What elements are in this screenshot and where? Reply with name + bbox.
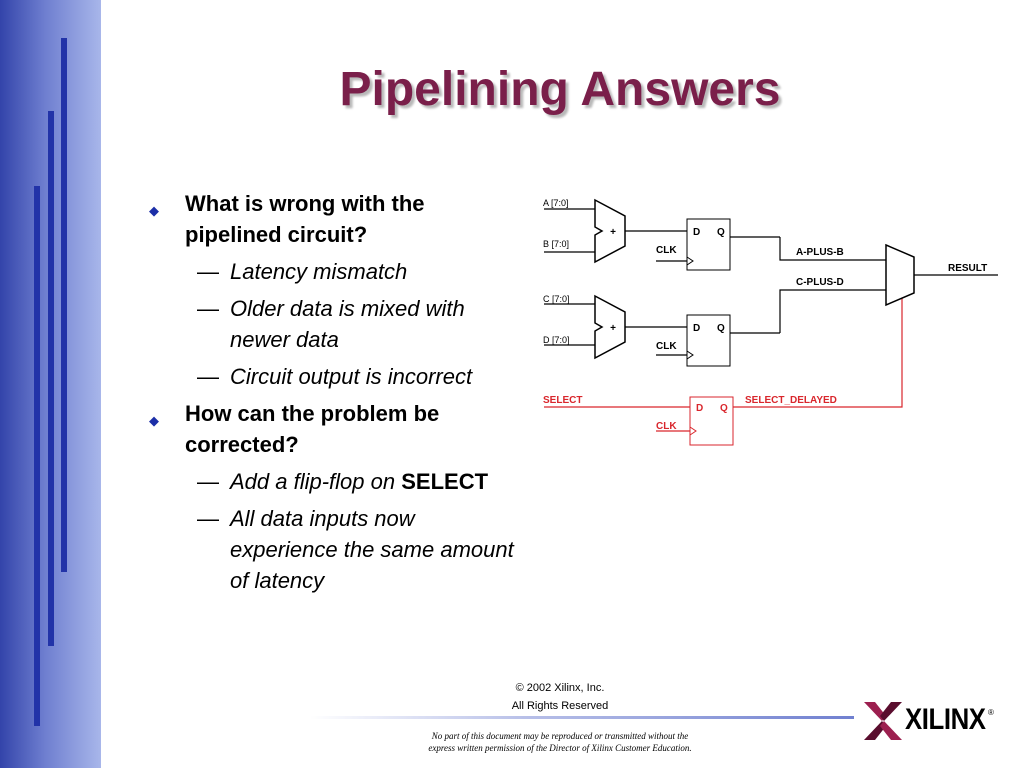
adder-plus-label: +	[610, 227, 616, 238]
bullet-item: ◆ What is wrong with the pipelined circu…	[145, 188, 515, 250]
sub-bullet-text: Add a flip-flop on	[230, 469, 396, 494]
diamond-bullet-icon: ◆	[149, 413, 159, 428]
select-delayed-label: SELECT_DELAYED	[745, 395, 837, 406]
adder-1: +	[594, 198, 626, 264]
result-multiplexer	[885, 243, 915, 307]
sidebar-stripe	[61, 38, 67, 572]
bullet-item: ◆ How can the problem be corrected?	[145, 398, 515, 460]
bullet-text: How can the problem be corrected?	[185, 401, 440, 457]
clk-label: CLK	[656, 245, 677, 256]
sidebar-stripe	[34, 186, 40, 726]
slide-title: Pipelining Answers	[339, 63, 781, 116]
labels: A [7:0] B [7:0] C [7:0] D [7:0] CLK CLK …	[543, 198, 987, 432]
ff-q-label: Q	[717, 323, 725, 334]
c-plus-d-label: C-PLUS-D	[796, 277, 844, 288]
ff-q-label: Q	[717, 227, 725, 238]
select-keyword: SELECT	[401, 469, 489, 494]
flip-flop-select: D Q	[689, 396, 734, 446]
wire-select-delayed	[733, 297, 903, 408]
xilinx-logo-text: XILINX	[905, 703, 986, 736]
adder-2: +	[594, 294, 626, 360]
registered-mark: ®	[988, 708, 994, 717]
input-c-label: C [7:0]	[543, 294, 570, 304]
select-wires	[544, 297, 903, 432]
sub-bullet-text: Circuit output is incorrect	[230, 364, 473, 389]
sub-bullet-item: — Circuit output is incorrect	[145, 361, 515, 392]
clk-label: CLK	[656, 421, 677, 432]
ff-d-label: D	[693, 227, 700, 238]
legal-notice: No part of this document may be reproduc…	[395, 730, 725, 754]
ff-d-label: D	[696, 403, 703, 414]
a-plus-b-label: A-PLUS-B	[796, 247, 844, 258]
dash-bullet: —	[197, 296, 219, 321]
sub-bullet-item: — Older data is mixed with newer data	[145, 293, 515, 355]
wire-c-plus-d	[779, 289, 886, 333]
clk-label: CLK	[656, 341, 677, 352]
adder-plus-label: +	[610, 323, 616, 334]
sub-bullet-item: — All data inputs now experience the sam…	[145, 503, 515, 596]
sidebar-stripe	[48, 111, 54, 646]
sub-bullet-text: Older data is mixed with newer data	[230, 296, 465, 352]
sub-bullet-item: — Add a flip-flop on SELECT	[145, 466, 515, 497]
pipelined-circuit-diagram: + + D Q D Q D Q A [7:0] B [7:0] C [7:0] …	[543, 198, 998, 446]
sub-bullet-text: Latency mismatch	[230, 259, 408, 284]
ff-q-label: Q	[720, 403, 728, 414]
sub-bullet-text: All data inputs now experience the same …	[230, 506, 514, 593]
dash-bullet: —	[197, 506, 219, 531]
wire-a-plus-b	[779, 237, 886, 261]
input-d-label: D [7:0]	[543, 335, 570, 345]
dash-bullet: —	[197, 259, 219, 284]
flip-flop-2: D Q	[686, 314, 731, 367]
wires	[544, 208, 998, 356]
footer-divider	[310, 716, 854, 719]
rights-text: All Rights Reserved	[511, 700, 609, 712]
diamond-bullet-icon: ◆	[149, 203, 159, 218]
xilinx-logo-icon	[864, 702, 902, 740]
notice-line: No part of this document may be reproduc…	[431, 731, 689, 741]
flip-flop-1: D Q	[686, 218, 731, 271]
input-b-label: B [7:0]	[543, 239, 569, 249]
bullet-list: ◆ What is wrong with the pipelined circu…	[145, 188, 515, 602]
result-label: RESULT	[948, 263, 987, 274]
input-a-label: A [7:0]	[543, 198, 569, 208]
left-decorative-sidebar	[0, 0, 101, 768]
bullet-text: What is wrong with the pipelined circuit…	[185, 191, 425, 247]
select-label: SELECT	[543, 395, 582, 406]
dash-bullet: —	[197, 469, 219, 494]
copyright-text: © 2002 Xilinx, Inc.	[515, 682, 605, 694]
dash-bullet: —	[197, 364, 219, 389]
sub-bullet-item: — Latency mismatch	[145, 256, 515, 287]
ff-d-label: D	[693, 323, 700, 334]
notice-line: express written permission of the Direct…	[428, 743, 692, 753]
